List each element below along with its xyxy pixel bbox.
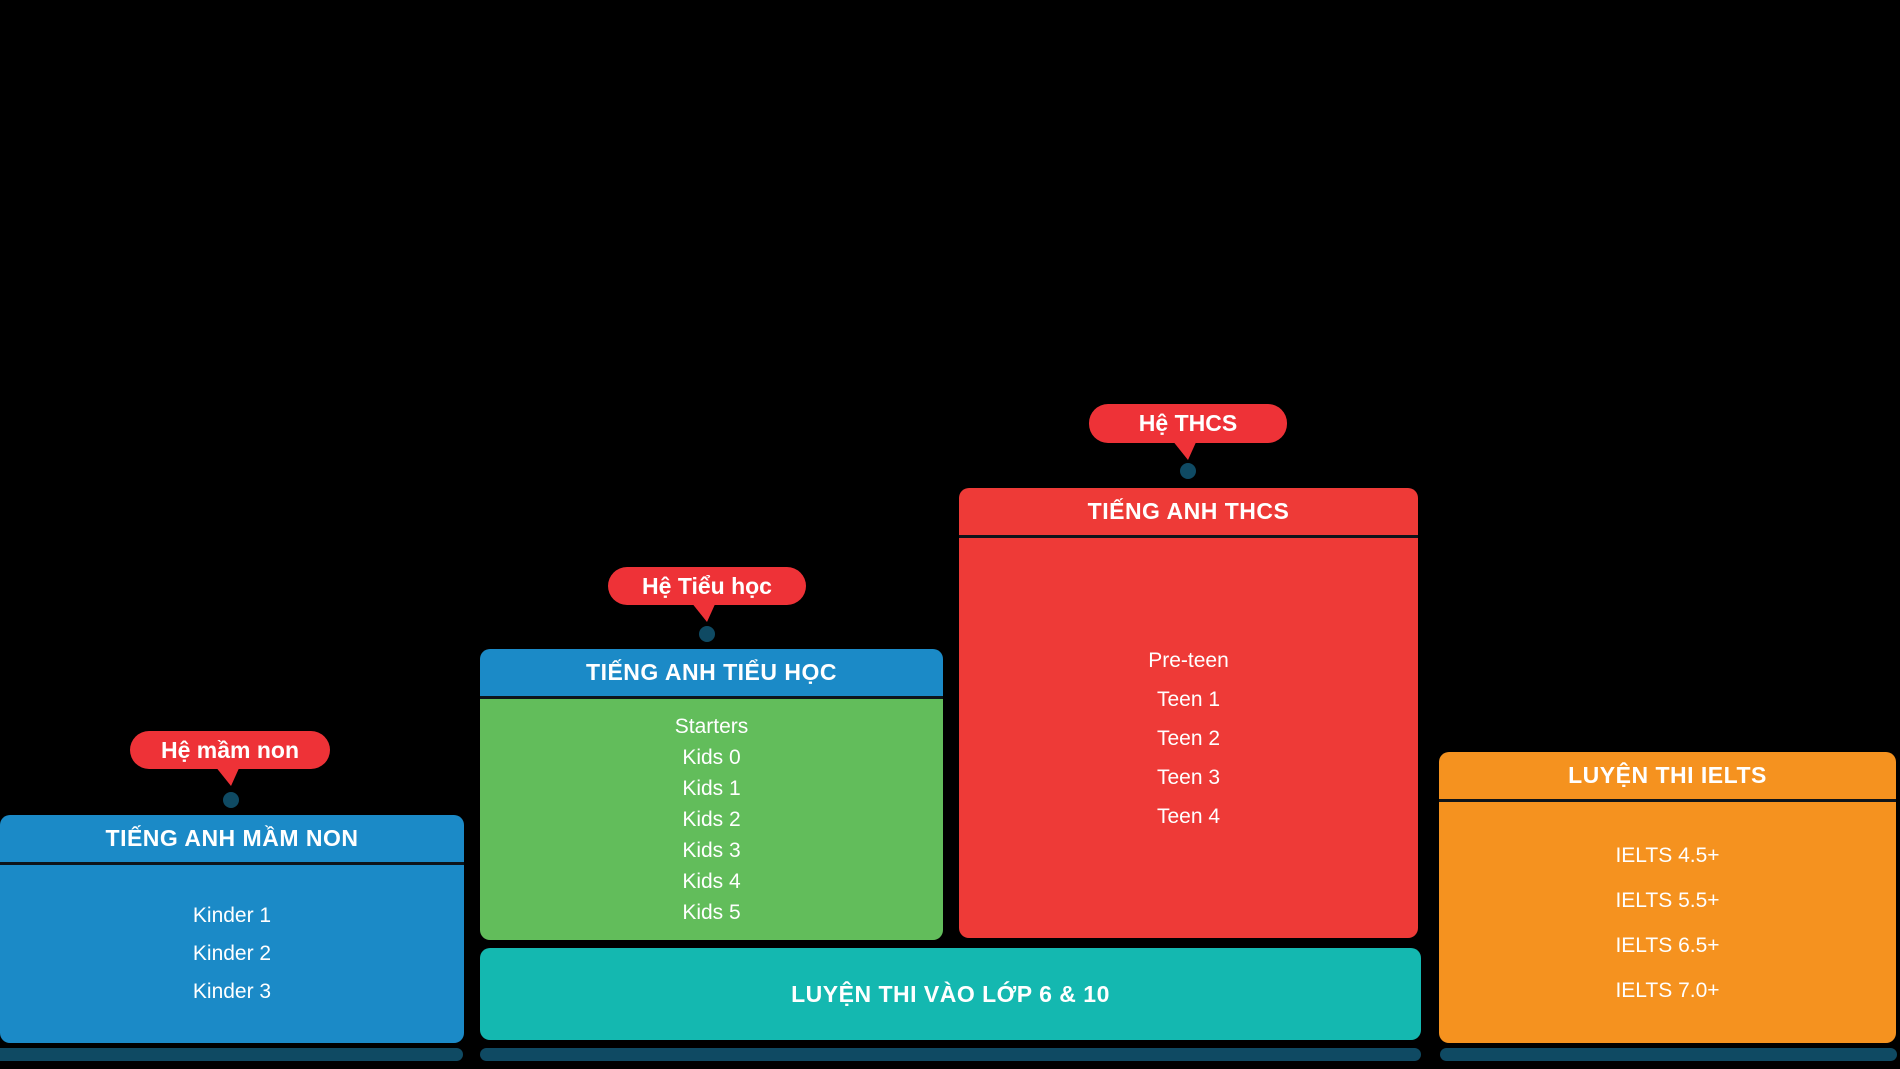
badge-pointer-icon xyxy=(691,602,716,622)
level-item: Starters xyxy=(674,715,749,738)
level-item: Teen 2 xyxy=(1156,726,1221,750)
header-tieng-anh-tieu-hoc: TIẾNG ANH TIỂU HỌC xyxy=(480,649,943,699)
level-item: IELTS 5.5+ xyxy=(1615,888,1720,912)
badge-he-tieu-hoc-label: Hệ Tiểu học xyxy=(642,572,772,599)
level-item: Pre-teen xyxy=(1148,648,1229,672)
level-item: Kids 1 xyxy=(682,777,741,800)
badge-he-mam-non-label: Hệ mầm non xyxy=(160,736,300,763)
level-item: IELTS 6.5+ xyxy=(1615,933,1720,957)
header-tieng-anh-mam-non: TIẾNG ANH MẦM NON xyxy=(0,815,464,865)
level-item: Kids 5 xyxy=(682,901,741,924)
badge-he-thcs-label: Hệ THCS xyxy=(1138,410,1238,436)
header-luyen-thi-ielts: LUYỆN THI IELTS xyxy=(1439,752,1896,802)
badge-pointer-icon xyxy=(215,766,240,786)
levels-mam-non: Kinder 1 Kinder 2 Kinder 3 xyxy=(0,865,464,1043)
badge-pointer-icon xyxy=(1172,440,1197,460)
badge-he-mam-non: Hệ mầm non xyxy=(130,731,330,769)
level-item: Kids 3 xyxy=(682,839,741,862)
level-item: Kinder 1 xyxy=(192,904,272,927)
levels-tieu-hoc: Starters Kids 0 Kids 1 Kids 2 Kids 3 Kid… xyxy=(480,699,943,940)
badge-he-tieu-hoc: Hệ Tiểu học xyxy=(608,567,806,605)
level-item: Kids 4 xyxy=(682,870,741,893)
levels-ielts: IELTS 4.5+ IELTS 5.5+ IELTS 6.5+ IELTS 7… xyxy=(1439,802,1896,1043)
level-item: IELTS 7.0+ xyxy=(1615,978,1720,1002)
level-item: Kids 0 xyxy=(682,746,741,769)
badge-anchor-dot-icon xyxy=(223,792,239,808)
badge-anchor-dot-icon xyxy=(699,626,715,642)
level-item: IELTS 4.5+ xyxy=(1615,843,1720,867)
levels-thcs: Pre-teen Teen 1 Teen 2 Teen 3 Teen 4 xyxy=(959,538,1418,938)
header-tieng-anh-thcs: TIẾNG ANH THCS xyxy=(959,488,1418,538)
level-item: Kinder 3 xyxy=(192,980,272,1003)
base-bar xyxy=(0,1048,463,1061)
base-bar xyxy=(1440,1048,1897,1061)
badge-anchor-dot-icon xyxy=(1180,463,1196,479)
level-item: Teen 1 xyxy=(1156,687,1221,711)
level-item: Teen 4 xyxy=(1156,804,1221,828)
badge-he-thcs: Hệ THCS xyxy=(1089,404,1287,443)
banner-luyen-thi-vao-lop-6-10: LUYỆN THI VÀO LỚP 6 & 10 xyxy=(480,948,1421,1040)
base-bar xyxy=(480,1048,1421,1061)
level-item: Kinder 2 xyxy=(192,942,272,965)
level-item: Teen 3 xyxy=(1156,765,1221,789)
level-item: Kids 2 xyxy=(682,808,741,831)
